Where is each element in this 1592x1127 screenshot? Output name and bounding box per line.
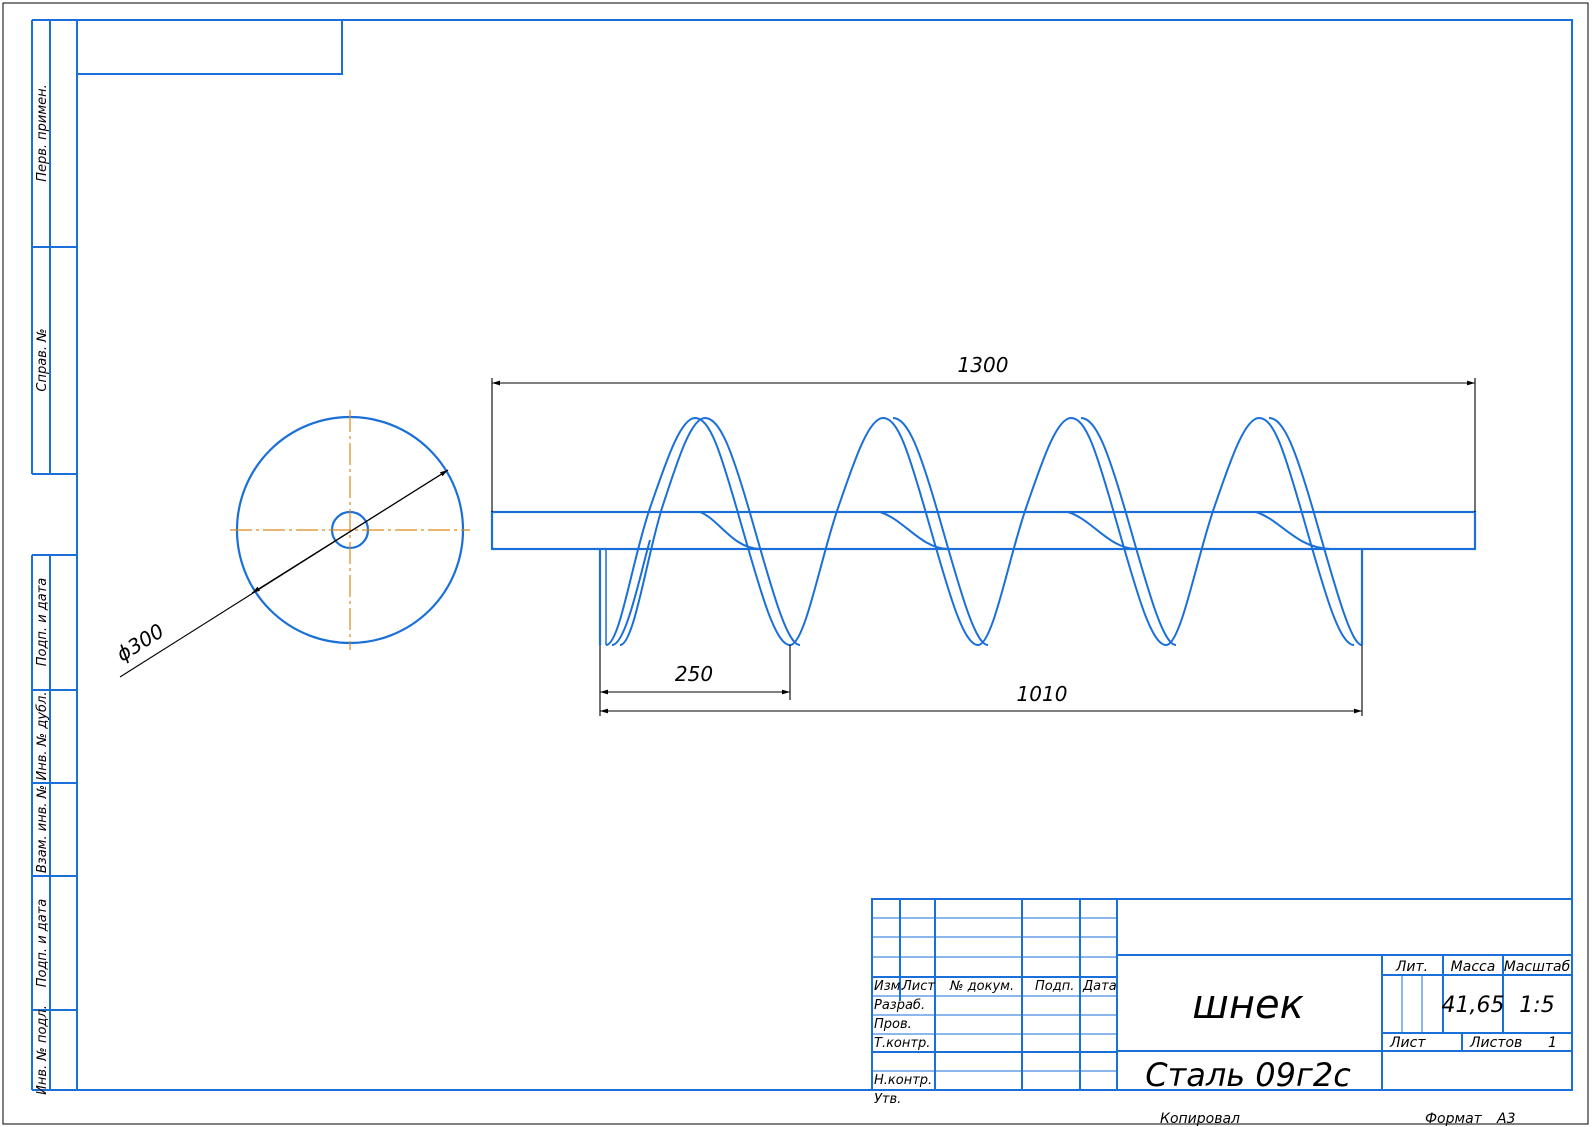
flight-length-value: 1010 — [1017, 682, 1068, 706]
sheet-label: Лист — [1389, 1035, 1426, 1051]
left-side-stamp — [31, 19, 77, 1091]
hdr-massa: Масса — [1451, 959, 1496, 975]
sprav-no-label: Справ. № — [35, 328, 50, 391]
col-list: Лист — [901, 979, 935, 994]
mass-value: 41,65 — [1442, 993, 1505, 1018]
row-nkontr: Н.контр. — [874, 1073, 932, 1088]
inv-no-dubl-label: Инв. № дубл. — [35, 692, 50, 781]
col-data: Дата — [1082, 979, 1117, 994]
hdr-lit: Лит. — [1395, 959, 1428, 975]
col-no-dokum: № докум. — [949, 979, 1014, 994]
row-utv: Утв. — [874, 1092, 901, 1107]
row-prov: Пров. — [874, 1017, 912, 1032]
screw-side-view: 1300 250 1010 — [490, 353, 1477, 716]
col-izm: Изм. — [874, 979, 905, 994]
perv-primen-label: Перв. примен. — [35, 84, 50, 182]
copied-label: Копировал — [1160, 1111, 1240, 1127]
inv-no-podl-label: Инв. № подл. — [35, 1005, 50, 1095]
sheets-value: 1 — [1548, 1035, 1557, 1051]
format-value: А3 — [1496, 1111, 1515, 1127]
diameter-value: ϕ300 — [112, 619, 168, 667]
helix-flights — [605, 416, 1363, 646]
diameter-dimension-line — [251, 469, 449, 594]
row-tkontr: Т.контр. — [874, 1036, 930, 1051]
sheets-label: Листов — [1469, 1035, 1522, 1051]
shaft — [490, 510, 1477, 551]
hdr-masshtab: Масштаб — [1504, 959, 1571, 975]
title-block: Изм. Лист № докум. Подп. Дата Разраб. Пр… — [871, 898, 1573, 1127]
podp-i-data-label-2: Подп. и дата — [35, 899, 50, 988]
drawing-name: шнек — [1192, 982, 1304, 1028]
pitch-value: 250 — [675, 662, 713, 686]
format-label: Формат — [1425, 1111, 1483, 1127]
scale-value: 1:5 — [1519, 993, 1554, 1018]
overall-length-value: 1300 — [958, 353, 1009, 377]
row-razrab: Разраб. — [874, 998, 925, 1013]
col-podp: Подп. — [1035, 979, 1074, 994]
vzam-inv-no-label: Взам. инв. № — [35, 785, 50, 873]
end-view: ϕ300 — [112, 410, 470, 678]
top-left-stamp — [76, 19, 343, 75]
podp-i-data-label: Подп. и дата — [35, 578, 50, 667]
material: Сталь 09г2с — [1145, 1056, 1351, 1094]
